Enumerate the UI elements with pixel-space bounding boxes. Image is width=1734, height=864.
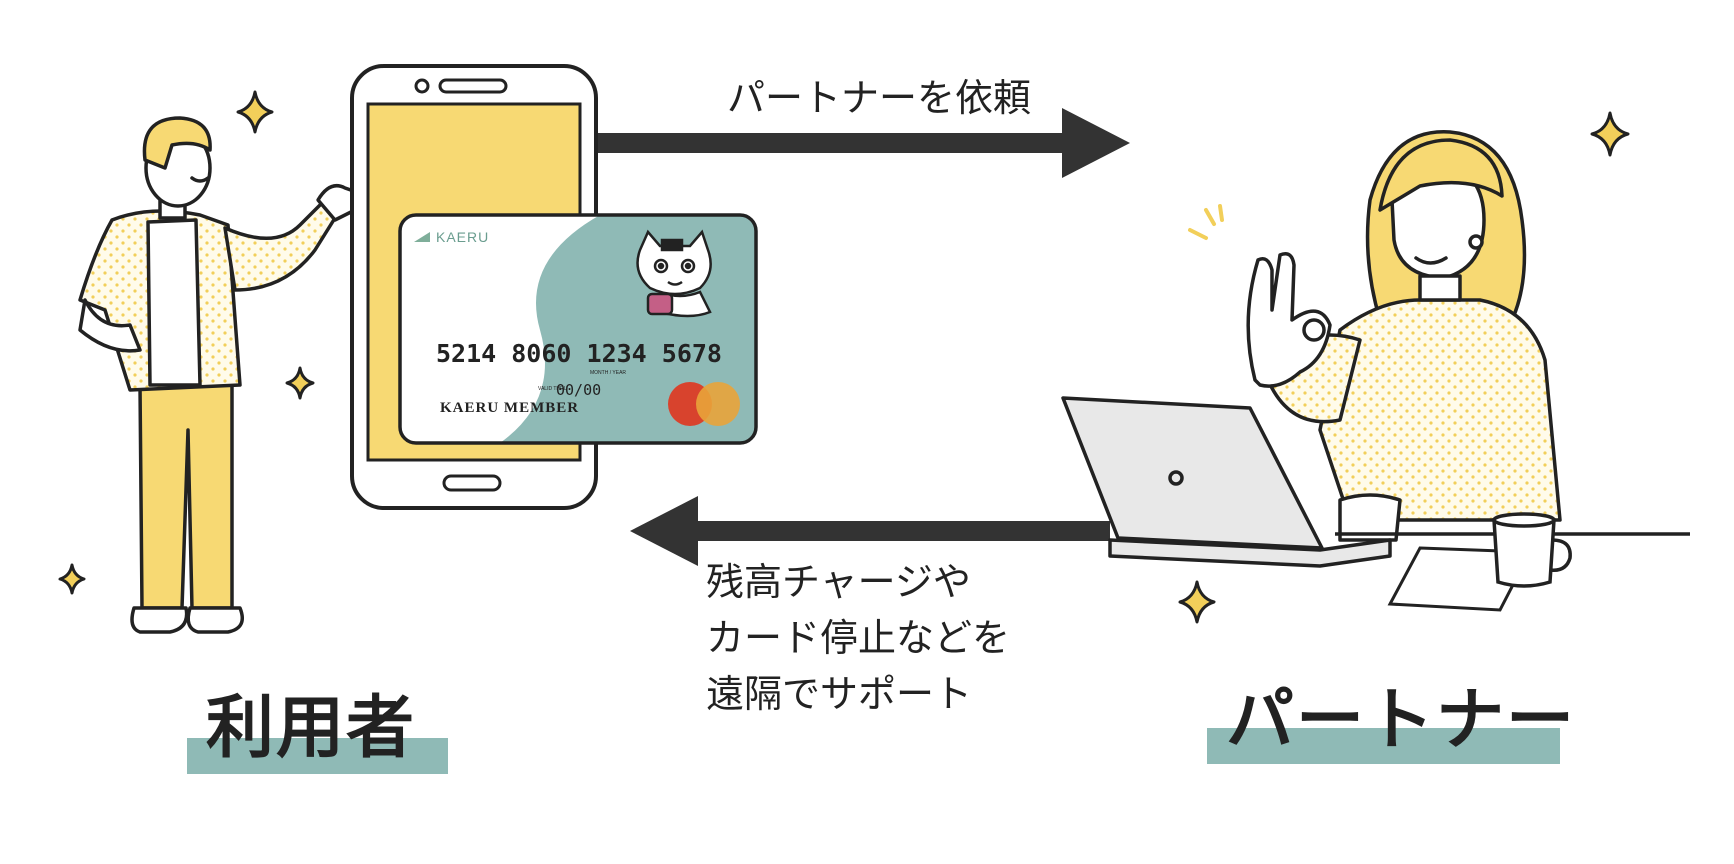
support-arrow-label-line2: カード停止などを (706, 610, 1010, 666)
support-arrow-label-line3: 遠隔でサポート (706, 666, 972, 722)
card-holder: KAERU MEMBER (440, 400, 579, 416)
sparkle-icon (1180, 582, 1214, 622)
partner-illustration (1248, 132, 1560, 540)
user-label: 利用者 (206, 672, 416, 771)
sparkle-icon (238, 92, 272, 132)
card-brand: KAERU (436, 229, 489, 245)
kaeru-card: KAERU 5214 8060 1234 5678 MONTH / YEAR V… (400, 215, 756, 443)
support-arrow-label-line1: 残高チャージや (706, 554, 971, 610)
mastercard-icon (668, 382, 740, 426)
cat-mascot-icon (638, 232, 711, 316)
sparkle-icon (287, 368, 313, 398)
request-arrow-label: パートナーを依頼 (727, 70, 1031, 126)
ok-sparkle-lines (1190, 206, 1222, 238)
partner-label: パートナー (1226, 664, 1576, 763)
user-illustration (80, 118, 367, 632)
card-valid-date: 00/00 (556, 381, 601, 399)
sparkle-icon (1592, 113, 1628, 155)
card-valid-caption: MONTH / YEAR (590, 370, 626, 376)
mug-icon (1494, 514, 1570, 586)
sparkle-icon (60, 565, 84, 593)
card-number: 5214 8060 1234 5678 (436, 339, 722, 368)
